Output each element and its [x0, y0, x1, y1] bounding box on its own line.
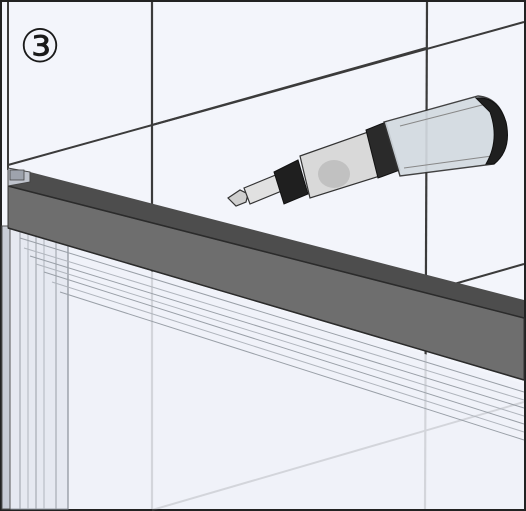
step-number-badge: ③ — [19, 19, 61, 73]
wall-bracket — [1, 225, 11, 510]
track-line — [51, 281, 525, 433]
track-line — [23, 247, 525, 401]
glass-door-panel — [1, 221, 525, 510]
grout-line-sloped — [151, 47, 427, 126]
screwdriver-tip — [227, 189, 249, 207]
track-line — [19, 237, 525, 393]
screwdriver-icon — [227, 95, 508, 207]
track-line — [59, 291, 525, 441]
top-rail — [7, 167, 525, 381]
screwdriver-cap — [474, 97, 508, 165]
rail-top-face — [8, 172, 524, 318]
track-line — [43, 271, 525, 425]
left-profile — [7, 221, 69, 510]
track-line — [29, 255, 525, 409]
glass-pane — [8, 228, 524, 509]
track-line — [35, 263, 525, 417]
screwdriver-collar — [273, 159, 309, 205]
